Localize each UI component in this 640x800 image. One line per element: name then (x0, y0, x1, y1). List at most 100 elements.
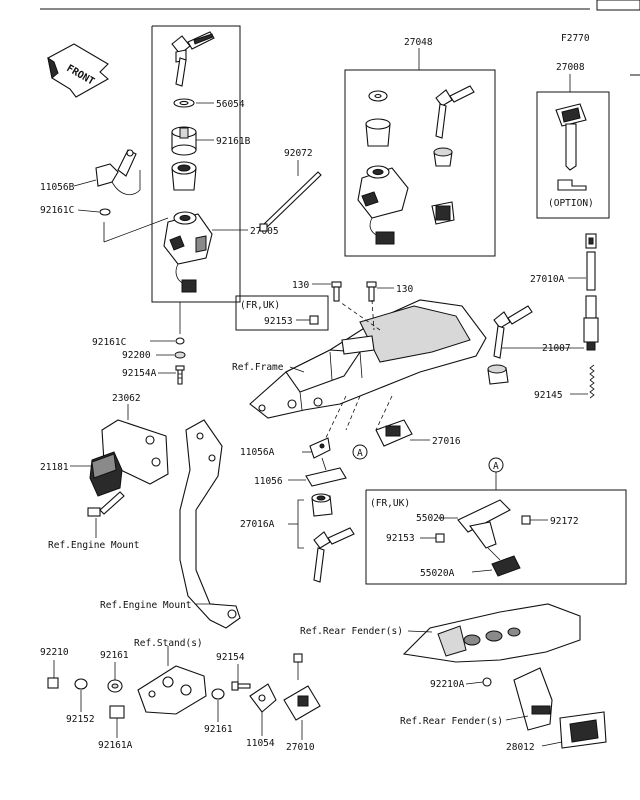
bracket-55020-icon (457, 499, 511, 549)
spring-92145-icon (589, 364, 595, 399)
license-bracket-icon (513, 667, 553, 731)
callout-92161-right: 92161 (204, 724, 233, 735)
callout-92154: 92154 (216, 652, 245, 663)
key-pair-icon (171, 31, 215, 87)
callout-56054: 56054 (216, 99, 245, 110)
frame-icon (249, 299, 487, 419)
callout-11054: 11054 (246, 738, 275, 749)
reflector-28012-icon (559, 711, 607, 749)
ref-rear-fender-lower: Ref.Rear Fender(s) (400, 716, 503, 727)
key-pair-27048-icon (435, 85, 475, 139)
key-27008-icon (555, 103, 587, 171)
callout-130-left: 130 (292, 280, 309, 291)
callout-21007: 21007 (542, 343, 571, 354)
callout-92145: 92145 (534, 390, 563, 401)
group-box-27005 (151, 25, 241, 303)
screw-92172-icon (521, 515, 531, 525)
svg-text:A: A (357, 448, 363, 459)
marker-a-center (352, 444, 368, 460)
key-blank-icon (557, 179, 587, 191)
washer-92152-icon (74, 678, 88, 690)
ref-rear-fender-upper: Ref.Rear Fender(s) (300, 626, 403, 637)
diagram-code-label: F2770 (561, 33, 590, 44)
callout-92152: 92152 (66, 714, 95, 725)
callout-27048: 27048 (404, 37, 433, 48)
callout-92072: 92072 (284, 148, 313, 159)
callout-92153-bottom: 92153 (386, 533, 415, 544)
callout-27010A: 27010A (530, 274, 565, 285)
fr-uk-box-2 (365, 489, 627, 585)
bolt-engine-mount-icon (87, 491, 125, 517)
callout-92172: 92172 (550, 516, 579, 527)
ignition-switch-27048-icon (357, 165, 409, 245)
group-box-27048 (344, 69, 496, 257)
callout-92210: 92210 (40, 647, 69, 658)
front-arrow-icon: FRONT (47, 43, 109, 98)
switch-21007-icon (583, 295, 599, 351)
callout-92161C-bottom: 92161C (92, 337, 126, 348)
seat-lock-icon (431, 201, 455, 225)
side-bracket-icon (179, 419, 241, 629)
nut-92210A-icon (482, 677, 492, 687)
callout-27010: 27010 (286, 742, 315, 753)
switch-27010-icon (283, 653, 321, 721)
washer-92161-right-icon (211, 688, 225, 700)
ref-stand-label: Ref.Stand(s) (134, 638, 203, 649)
callout-27016: 27016 (432, 436, 461, 447)
ref-frame-label: Ref.Frame (232, 362, 284, 373)
key-pair-21007-icon (493, 305, 533, 359)
bracket-11054-icon (249, 683, 277, 713)
stand-bracket-icon (137, 665, 207, 715)
lock-27016A-icon (311, 493, 333, 517)
callout-21181: 21181 (40, 462, 69, 473)
callout-27008: 27008 (556, 62, 585, 73)
callout-92153-top: 92153 (264, 316, 293, 327)
callout-27016A: 27016A (240, 519, 275, 530)
callout-11056B: 11056B (40, 182, 75, 193)
callout-23062: 23062 (112, 393, 141, 404)
bolt-130-right-icon (366, 281, 377, 302)
callout-92161-left: 92161 (100, 650, 129, 661)
fr-uk-label-2: (FR,UK) (370, 498, 410, 509)
callout-92210A: 92210A (430, 679, 465, 690)
damper-21181-icon (89, 451, 123, 497)
callout-11056: 11056 (254, 476, 283, 487)
callout-92161B: 92161B (216, 136, 251, 147)
cover-55020A-icon (487, 547, 521, 577)
bolt-92154A-icon (175, 365, 185, 385)
lock-27016-icon (375, 419, 413, 447)
callout-28012: 28012 (506, 742, 535, 753)
option-label: (OPTION) (548, 198, 594, 209)
bracket-11056A-icon (309, 437, 331, 459)
ref-engine-mount-left: Ref.Engine Mount (48, 540, 140, 551)
top-right-frame (596, 0, 640, 11)
washer-92161C-icon (99, 208, 111, 216)
bolt-92154-icon (231, 681, 251, 691)
nut-92210-icon (47, 677, 59, 689)
callout-92161A: 92161A (98, 740, 133, 751)
washer-92161C-lower-icon (175, 337, 185, 345)
callout-130-right: 130 (396, 284, 413, 295)
svg-text:A: A (493, 461, 499, 472)
screw-92153-icon (309, 315, 319, 325)
ref-engine-mount-right: Ref.Engine Mount (100, 600, 192, 611)
lock-cylinder-icon (433, 147, 453, 167)
cap-21007-icon (487, 364, 509, 385)
connector-27010A-icon (585, 233, 597, 291)
bolt-130-left-icon (331, 281, 342, 302)
callout-92161C-top: 92161C (40, 205, 74, 216)
key-pair-27016A-icon (313, 527, 355, 583)
bracket-11056B-icon (95, 149, 141, 196)
callout-55020: 55020 (416, 513, 445, 524)
callout-11056A: 11056A (240, 447, 275, 458)
bushing-92161B-icon (171, 126, 197, 156)
collar-92161A-icon (109, 705, 125, 719)
callout-92200: 92200 (122, 350, 151, 361)
screw-92153-lower-icon (435, 533, 445, 543)
fr-uk-box-1 (235, 295, 329, 331)
fr-uk-label-1: (FR,UK) (240, 300, 280, 311)
rear-fender-icon (402, 603, 581, 663)
plate-11056-icon (305, 457, 347, 487)
washer-92200-icon (174, 351, 186, 359)
